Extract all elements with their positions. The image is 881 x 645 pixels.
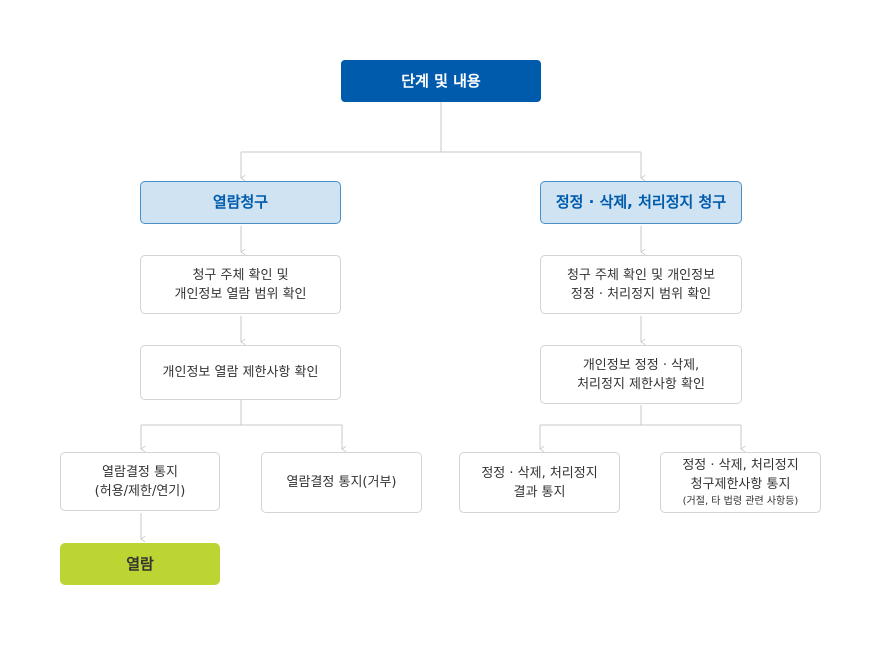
right-step1-line-2: 정정 · 처리정지 범위 확인: [570, 286, 712, 302]
right-step1-box: 청구 주체 확인 및 개인정보 정정 · 처리정지 범위 확인: [540, 255, 742, 314]
right-step2-line-1: 개인정보 정정 · 삭제,: [582, 357, 700, 373]
root-step-label: 단계 및 내용: [401, 71, 481, 90]
right-request-label: 정정 · 삭제, 처리정지 청구: [555, 193, 727, 211]
final-view-label: 열람: [126, 554, 154, 573]
left-outcome-allow-line-2: (허용/제한/연기): [94, 483, 186, 499]
left-step1-box: 청구 주체 확인 및 개인정보 열람 범위 확인: [140, 255, 341, 314]
final-view-box: 열람: [60, 543, 220, 585]
left-step2-box: 개인정보 열람 제한사항 확인: [140, 345, 341, 400]
left-step1-line-1: 청구 주체 확인 및: [192, 267, 289, 283]
right-step1-line-1: 청구 주체 확인 및 개인정보: [566, 267, 716, 283]
right-outcome-limit-line-3: (거절, 타 법령 관련 사항등): [682, 496, 799, 507]
right-step2-box: 개인정보 정정 · 삭제, 처리정지 제한사항 확인: [540, 345, 742, 404]
right-request-box: 정정 · 삭제, 처리정지 청구: [540, 181, 742, 224]
left-outcome-refuse-label: 열람결정 통지(거부): [286, 475, 397, 490]
right-outcome-result-box: 정정 · 삭제, 처리정지 결과 통지: [459, 452, 620, 513]
left-outcome-allow-line-1: 열람결정 통지: [102, 464, 178, 480]
root-step-box: 단계 및 내용: [341, 60, 541, 102]
right-outcome-result-line-1: 정정 · 삭제, 처리정지: [481, 465, 598, 481]
right-outcome-result-line-2: 결과 통지: [513, 484, 566, 500]
right-outcome-limit-box: 정정 · 삭제, 처리정지 청구제한사항 통지 (거절, 타 법령 관련 사항등…: [660, 452, 821, 513]
left-outcome-refuse-box: 열람결정 통지(거부): [261, 452, 422, 513]
right-outcome-limit-line-1: 정정 · 삭제, 처리정지: [682, 458, 799, 473]
left-step2-label: 개인정보 열람 제한사항 확인: [162, 365, 319, 380]
right-step2-line-2: 처리정지 제한사항 확인: [577, 376, 705, 392]
left-request-box: 열람청구: [140, 181, 341, 224]
left-outcome-allow-box: 열람결정 통지 (허용/제한/연기): [60, 452, 220, 511]
left-step1-line-2: 개인정보 열람 범위 확인: [174, 286, 307, 302]
right-outcome-limit-line-2: 청구제한사항 통지: [690, 477, 791, 492]
left-request-label: 열람청구: [212, 193, 269, 211]
